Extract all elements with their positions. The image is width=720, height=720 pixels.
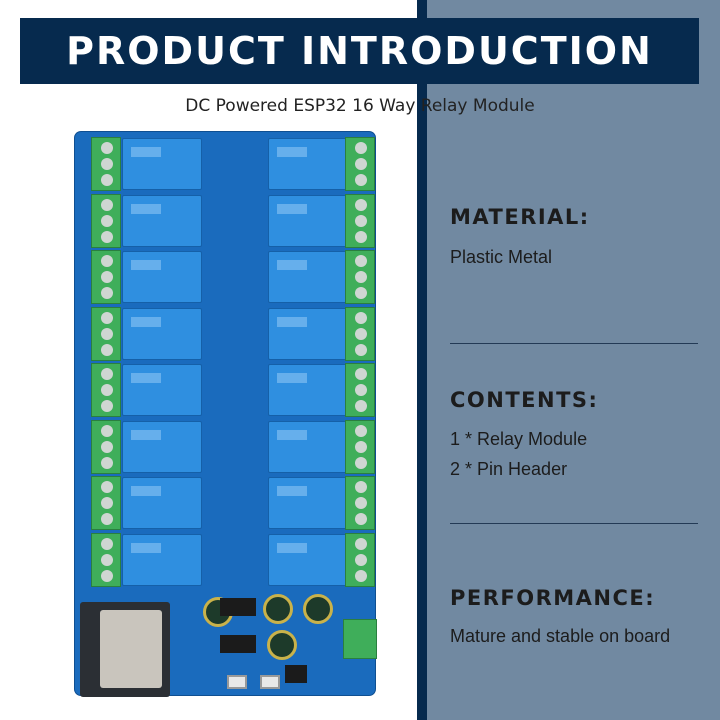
screw-terminal (91, 306, 121, 361)
screw-terminal (91, 137, 121, 191)
capacitor (267, 630, 297, 660)
divider (450, 523, 698, 524)
screw-terminal (345, 532, 375, 587)
relay (122, 251, 202, 303)
screw-terminal (345, 137, 375, 191)
relay (268, 420, 348, 473)
screw-terminal (345, 363, 375, 417)
relay (122, 138, 202, 190)
performance-heading: PERFORMANCE: (450, 586, 656, 610)
contents-item: 2 * Pin Header (450, 459, 568, 479)
ic-chip (285, 665, 307, 683)
screw-terminal (91, 476, 121, 530)
io0-button (260, 675, 280, 689)
relay-board-image (75, 132, 377, 697)
relay (122, 364, 202, 416)
relay (268, 533, 348, 586)
relay (122, 194, 202, 247)
right-info-panel (417, 0, 720, 720)
divider (450, 343, 698, 344)
panel-stripe (417, 0, 427, 720)
screw-terminal (345, 419, 375, 474)
contents-heading: CONTENTS: (450, 388, 599, 412)
relay (268, 364, 348, 416)
capacitor (303, 594, 333, 624)
banner-title: PRODUCT INTRODUCTION (66, 29, 653, 73)
capacitor (263, 594, 293, 624)
screw-terminal (345, 306, 375, 361)
relay (122, 307, 202, 360)
esp32-shield (100, 610, 162, 688)
screw-terminal (91, 532, 121, 587)
performance-value: Mature and stable on board (450, 626, 671, 646)
en-button (227, 675, 247, 689)
relay (268, 251, 348, 303)
esp32-module (80, 602, 170, 697)
screw-terminal (345, 250, 375, 304)
relay (268, 477, 348, 529)
title-banner: PRODUCT INTRODUCTION (20, 18, 699, 84)
relay (268, 194, 348, 247)
screw-terminal (91, 193, 121, 248)
product-subtitle: DC Powered ESP32 16 Way Relay Module (185, 96, 535, 116)
relay (122, 420, 202, 473)
ic-chip (220, 598, 256, 616)
screw-terminal (91, 363, 121, 417)
relay (268, 307, 348, 360)
screw-terminal (91, 250, 121, 304)
screw-terminal (345, 476, 375, 530)
relay (122, 477, 202, 529)
relay (122, 533, 202, 586)
ic-chip (220, 635, 256, 653)
material-heading: MATERIAL: (450, 205, 590, 229)
relay (268, 138, 348, 190)
screw-terminal (345, 193, 375, 248)
power-terminal (343, 619, 377, 659)
material-value: Plastic Metal (450, 247, 553, 267)
screw-terminal (91, 419, 121, 474)
contents-item: 1 * Relay Module (450, 429, 588, 449)
